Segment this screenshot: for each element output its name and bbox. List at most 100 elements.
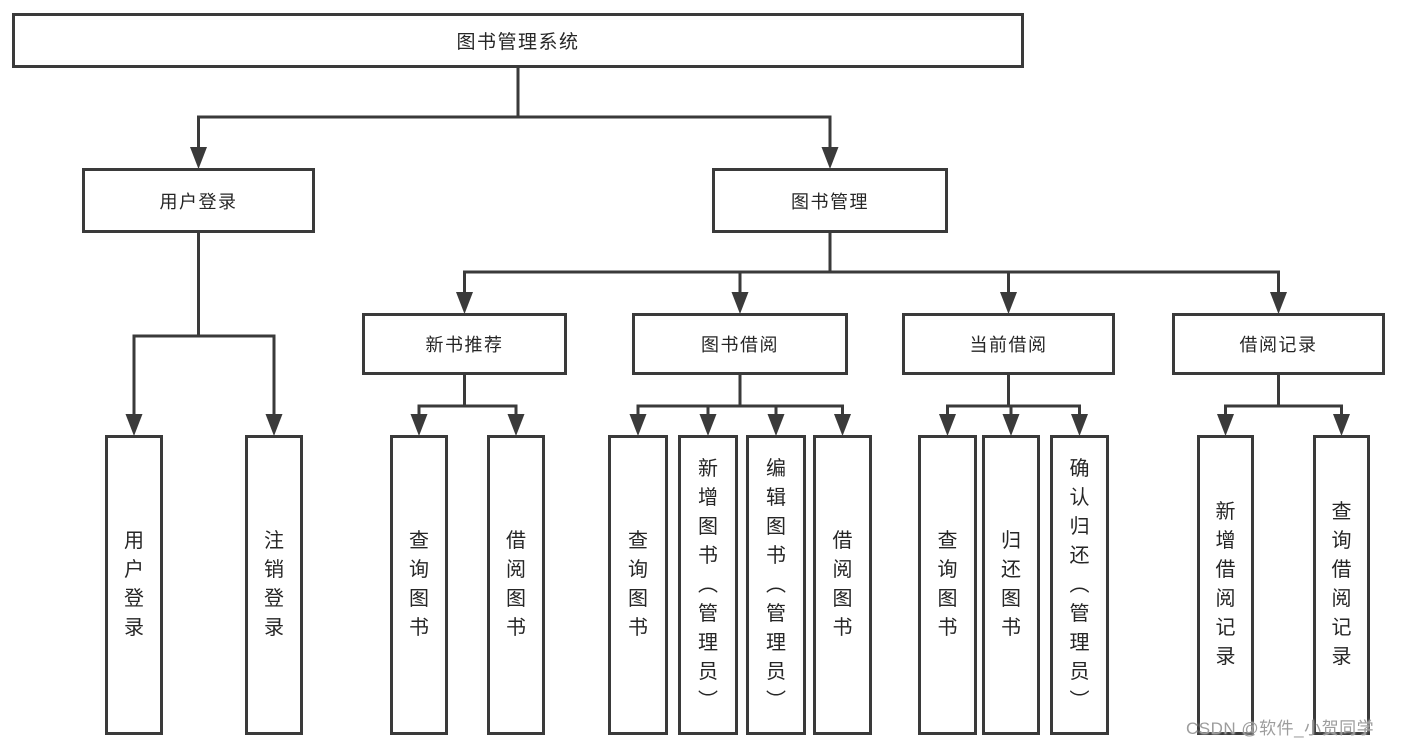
- label-char: 图: [832, 588, 853, 610]
- label-char: 记: [1331, 617, 1352, 639]
- label-char: 员: [766, 660, 786, 683]
- label-char: 户: [124, 559, 144, 581]
- label-char: 录: [1215, 646, 1236, 668]
- label-char: 书: [409, 617, 429, 639]
- node-box-br-query: 查询借阅记录: [1313, 435, 1370, 735]
- label-char: 阅: [1215, 588, 1236, 610]
- label-char: 图: [409, 588, 429, 610]
- node-label-book-mgmt: 图书管理: [791, 191, 869, 212]
- arrowhead-icon: [629, 414, 647, 436]
- label-char: 图: [698, 515, 718, 538]
- label-char: 阅: [506, 559, 526, 581]
- node-box-nb-borrow: 借阅图书: [487, 435, 545, 735]
- label-char: 注: [264, 530, 284, 552]
- arrowhead-icon: [1071, 414, 1088, 436]
- node-box-ul-login: 用户登录: [105, 435, 163, 735]
- label-char: 图: [506, 588, 526, 610]
- label-char: 辑: [766, 486, 786, 509]
- label-char: 归: [1001, 530, 1021, 552]
- node-label-cb-confirm: 确认归还︵管理员︶: [1070, 455, 1090, 716]
- label-char: 还: [1069, 544, 1090, 567]
- label-char: 阅: [1331, 588, 1352, 610]
- label-char: 销: [264, 559, 284, 581]
- node-label-cb-return: 归还图书: [1001, 527, 1021, 643]
- label-char: 图: [937, 588, 958, 610]
- arrowhead-icon: [125, 414, 143, 436]
- label-char: 询: [1331, 530, 1352, 552]
- label-char: 询: [409, 559, 429, 581]
- label-char: 员: [1069, 660, 1090, 683]
- node-box-new-books: 新书推荐: [362, 313, 567, 375]
- label-char: ︶: [766, 689, 786, 712]
- label-char: 录: [1331, 646, 1352, 668]
- label-char: 书: [1001, 617, 1021, 639]
- node-box-cb-query: 查询图书: [918, 435, 977, 735]
- node-box-cb-confirm: 确认归还︵管理员︶: [1050, 435, 1109, 735]
- node-label-br-query: 查询借阅记录: [1332, 498, 1352, 672]
- label-char: 查: [1331, 501, 1352, 523]
- node-label-br-add: 新增借阅记录: [1216, 498, 1236, 672]
- node-box-bb-edit: 编辑图书︵管理员︶: [746, 435, 806, 735]
- node-label-bb-add: 新增图书︵管理员︶: [698, 455, 718, 716]
- label-char: 登: [124, 588, 144, 610]
- arrowhead-icon: [1333, 414, 1350, 436]
- label-char: 书: [766, 544, 786, 567]
- label-char: ︶: [698, 689, 718, 712]
- label-char: 管: [766, 602, 786, 625]
- node-box-cb-return: 归还图书: [982, 435, 1040, 735]
- label-char: 登: [264, 588, 284, 610]
- label-char: 书: [937, 617, 958, 639]
- node-box-current-borrow: 当前借阅: [902, 313, 1115, 375]
- label-char: 理: [766, 631, 786, 654]
- label-char: 借: [1331, 559, 1352, 581]
- label-char: 编: [766, 457, 786, 480]
- label-char: 查: [409, 530, 429, 552]
- label-char: 理: [698, 631, 718, 654]
- label-char: 新: [698, 457, 718, 480]
- label-char: 书: [698, 544, 718, 567]
- node-box-bb-borrow: 借阅图书: [813, 435, 872, 735]
- node-label-bb-borrow: 借阅图书: [833, 527, 853, 643]
- label-char: 查: [937, 530, 958, 552]
- arrowhead-icon: [834, 414, 851, 436]
- arrowhead-icon: [821, 147, 839, 169]
- label-char: 借: [1215, 559, 1236, 581]
- label-char: 询: [937, 559, 958, 581]
- node-box-root: 图书管理系统: [12, 13, 1024, 68]
- node-label-user-login: 用户登录: [159, 191, 238, 212]
- node-label-bb-query: 查询图书: [628, 527, 648, 643]
- arrowhead-icon: [1217, 414, 1234, 436]
- label-char: 管: [1069, 602, 1090, 625]
- label-char: 书: [832, 617, 853, 639]
- label-char: 归: [1069, 515, 1090, 538]
- node-box-nb-query: 查询图书: [390, 435, 448, 735]
- arrowhead-icon: [731, 292, 749, 314]
- label-char: 理: [1069, 631, 1090, 654]
- arrowhead-icon: [456, 292, 473, 314]
- node-label-current-borrow: 当前借阅: [969, 335, 1048, 355]
- node-box-bb-add: 新增图书︵管理员︶: [678, 435, 738, 735]
- label-char: 图: [628, 588, 648, 610]
- node-label-cb-query: 查询图书: [938, 527, 958, 643]
- label-char: ︶: [1069, 689, 1090, 712]
- node-box-br-add: 新增借阅记录: [1197, 435, 1254, 735]
- label-char: 确: [1069, 457, 1090, 480]
- label-char: 增: [698, 486, 718, 509]
- label-char: ︵: [1069, 573, 1090, 596]
- arrowhead-icon: [699, 414, 717, 436]
- label-char: 借: [832, 530, 853, 552]
- label-char: 书: [506, 617, 526, 639]
- node-label-borrow-records: 借阅记录: [1239, 335, 1318, 355]
- node-label-new-books: 新书推荐: [425, 335, 504, 355]
- label-char: 员: [698, 660, 718, 683]
- node-label-root: 图书管理系统: [456, 32, 580, 53]
- label-char: 用: [124, 530, 144, 552]
- node-label-book-borrow: 图书借阅: [701, 335, 779, 355]
- label-char: 书: [628, 617, 648, 639]
- node-box-ul-logout: 注销登录: [245, 435, 303, 735]
- arrowhead-icon: [1002, 414, 1020, 436]
- label-char: 查: [628, 530, 648, 552]
- arrowhead-icon: [1000, 292, 1017, 314]
- label-char: ︵: [698, 573, 718, 596]
